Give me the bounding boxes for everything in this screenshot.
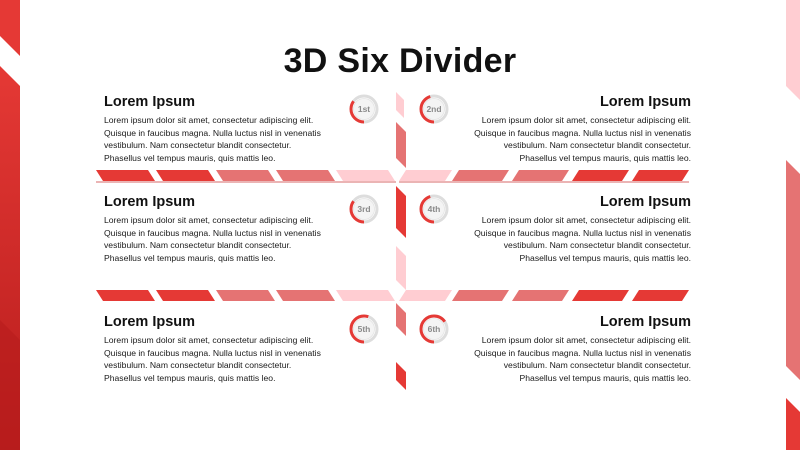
badge-2nd: 2nd [419, 94, 449, 124]
item-3rd: Lorem Ipsum Lorem ipsum dolor sit amet, … [104, 193, 344, 264]
badge-4th: 4th [419, 194, 449, 224]
badge-label: 5th [357, 324, 371, 334]
horizontal-divider-bottom [96, 290, 689, 301]
item-heading: Lorem Ipsum [104, 314, 196, 330]
item-heading: Lorem Ipsum [599, 94, 691, 110]
item-2nd: Lorem Ipsum Lorem ipsum dolor sit amet, … [451, 93, 691, 164]
badge-3rd: 3rd [349, 194, 379, 224]
item-body: Lorem ipsum dolor sit amet, consectetur … [104, 115, 321, 163]
progress-ring-icon [349, 314, 379, 344]
slide-title: 3D Six Divider [283, 42, 517, 80]
badge-6th: 6th [419, 314, 449, 344]
item-heading: Lorem Ipsum [104, 194, 196, 210]
badge-label: 4th [427, 204, 441, 214]
badge-label: 3rd [357, 204, 371, 214]
right-edge-stripes [786, 0, 800, 450]
progress-ring-icon [419, 194, 449, 224]
item-body: Lorem ipsum dolor sit amet, consectetur … [104, 335, 321, 383]
item-body: Lorem ipsum dolor sit amet, consectetur … [474, 335, 691, 383]
progress-ring-icon [349, 94, 379, 124]
badge-1st: 1st [349, 94, 379, 124]
badge-label: 6th [427, 324, 441, 334]
item-body: Lorem ipsum dolor sit amet, consectetur … [474, 215, 691, 263]
item-5th: Lorem Ipsum Lorem ipsum dolor sit amet, … [104, 313, 344, 384]
item-heading: Lorem Ipsum [599, 314, 691, 330]
progress-ring-icon [349, 194, 379, 224]
item-body: Lorem ipsum dolor sit amet, consectetur … [474, 115, 691, 163]
progress-ring-icon [419, 314, 449, 344]
item-heading: Lorem Ipsum [104, 94, 196, 110]
item-1st: Lorem Ipsum Lorem ipsum dolor sit amet, … [104, 93, 344, 164]
item-6th: Lorem Ipsum Lorem ipsum dolor sit amet, … [451, 313, 691, 384]
item-heading: Lorem Ipsum [599, 194, 691, 210]
item-body: Lorem ipsum dolor sit amet, consectetur … [104, 215, 321, 263]
left-edge-stripes [0, 0, 20, 450]
badge-label: 2nd [426, 104, 442, 114]
badge-5th: 5th [349, 314, 379, 344]
progress-ring-icon [419, 94, 449, 124]
horizontal-divider-top [96, 170, 689, 183]
vertical-divider [396, 92, 406, 390]
badge-label: 1st [357, 104, 371, 114]
item-4th: Lorem Ipsum Lorem ipsum dolor sit amet, … [451, 193, 691, 264]
